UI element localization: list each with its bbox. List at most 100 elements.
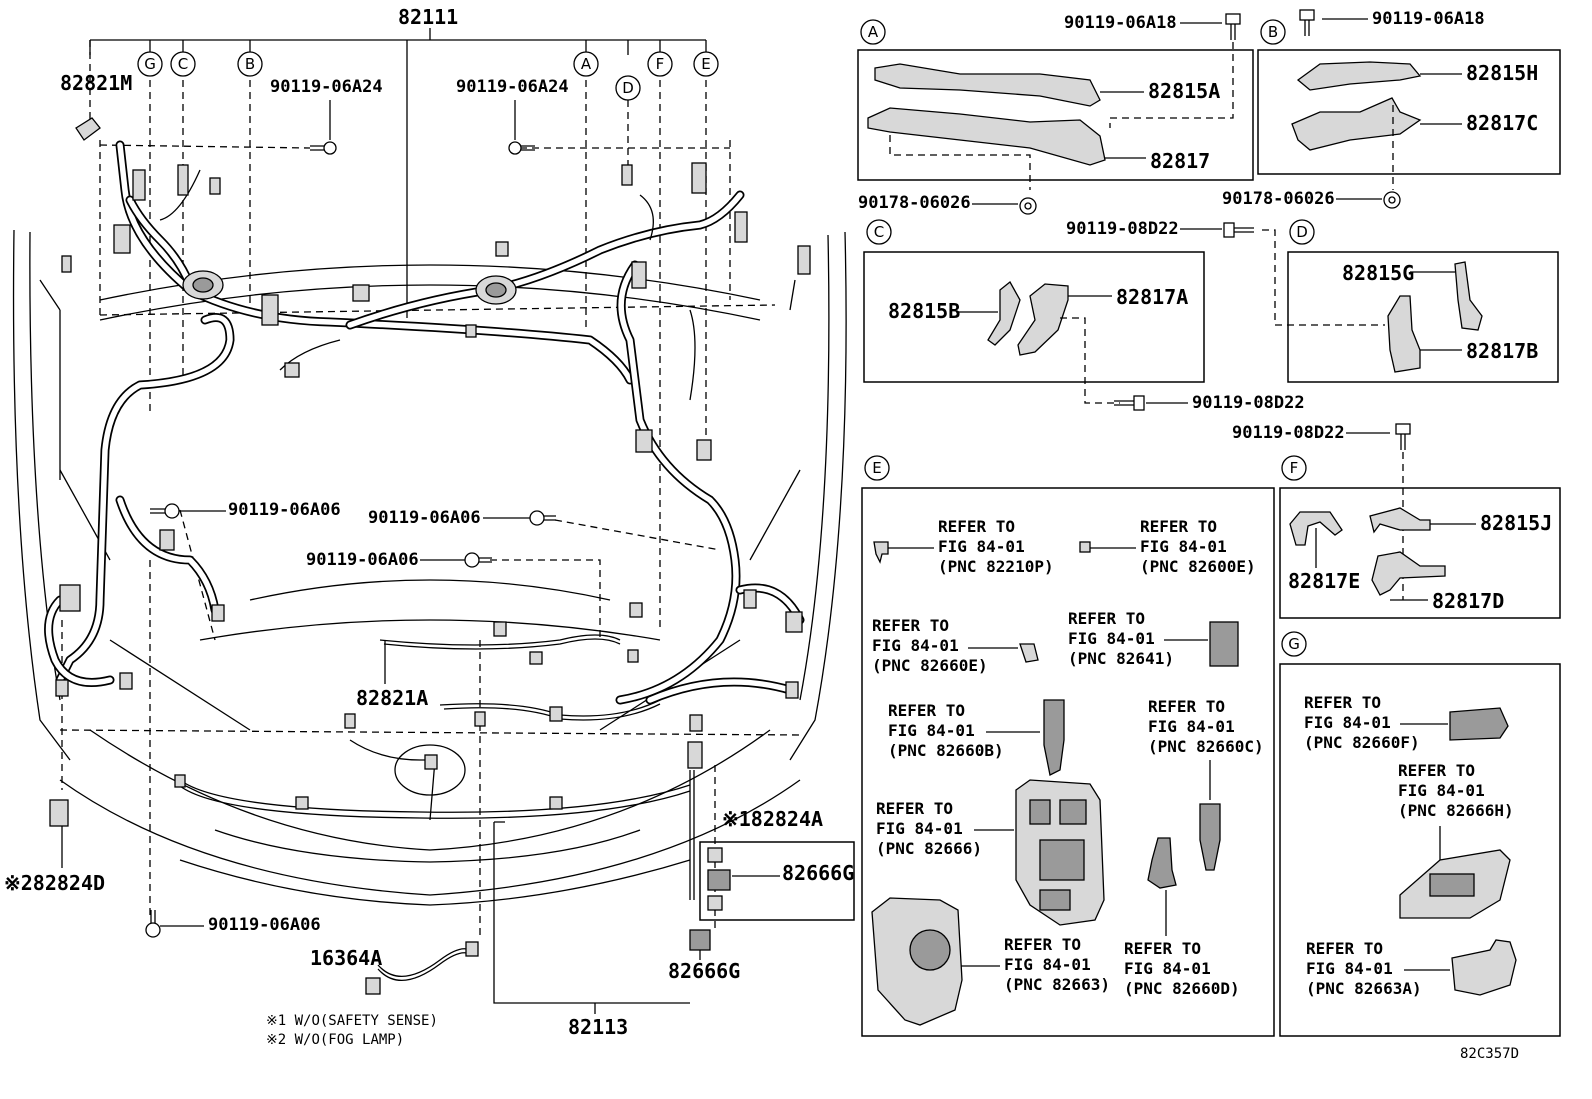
detail-C-box <box>863 251 1205 383</box>
detail-E-ref-82666: REFER TO FIG 84-01 (PNC 82666) <box>876 779 1105 926</box>
detail-D-letter: D <box>1296 223 1308 241</box>
detail-E-box <box>861 487 1275 1037</box>
svg-text:REFER TO: REFER TO <box>1124 939 1201 958</box>
detail-F-bolt-label: 90119-08D22 <box>1232 423 1345 443</box>
detail-C-part1-label: 82815B <box>888 299 960 323</box>
detail-F-part-82815J <box>1369 507 1431 534</box>
harness-82111-label: 82111 <box>398 5 458 29</box>
callout-G[interactable]: G <box>137 51 163 77</box>
svg-text:REFER TO: REFER TO <box>888 701 965 720</box>
detail-D-part1-label: 82815G <box>1342 261 1414 285</box>
svg-text:FIG 84-01: FIG 84-01 <box>872 636 959 655</box>
detail-A: A 90119-06A18 82815A 82817 90178-06026 <box>857 13 1254 215</box>
detail-A-part2-label: 82817 <box>1150 149 1210 173</box>
detail-D: D 82815G 82817B <box>1287 219 1559 383</box>
circled-connector-area <box>394 744 466 796</box>
holder-82666G-label: 82666G <box>668 959 740 983</box>
note-safety-sense: ※1 W/O(SAFETY SENSE) <box>266 1013 438 1029</box>
svg-text:FIG 84-01: FIG 84-01 <box>1124 959 1211 978</box>
callout-D[interactable]: D <box>615 75 641 101</box>
svg-text:(PNC 82660F): (PNC 82660F) <box>1304 733 1420 752</box>
detail-C-part2-label: 82817A <box>1116 285 1188 309</box>
detail-G: G REFER TO FIG 84-01 (PNC 82660F) REFER … <box>1279 631 1561 1037</box>
detail-E-letter: E <box>872 459 881 477</box>
detail-B-bolt-label: 90119-06A18 <box>1372 9 1485 29</box>
harness-connectors <box>55 162 811 810</box>
detail-E-ref-82660B: REFER TO FIG 84-01 (PNC 82660B) <box>888 699 1065 776</box>
detail-E-ref-82663: REFER TO FIG 84-01 (PNC 82663) <box>871 897 1110 1026</box>
detail-F-box <box>1279 487 1561 619</box>
detail-A-box <box>857 49 1254 181</box>
detail-C-letter: C <box>874 223 884 241</box>
svg-text:REFER TO: REFER TO <box>1004 935 1081 954</box>
svg-text:FIG 84-01: FIG 84-01 <box>938 537 1025 556</box>
detail-G-box <box>1279 663 1561 1037</box>
callout-letters: G C B A D F E <box>137 51 719 101</box>
svg-text:FIG 84-01: FIG 84-01 <box>1068 629 1155 648</box>
detail-A-nut-label: 90178-06026 <box>858 193 971 213</box>
detail-B-part1-label: 82815H <box>1466 61 1538 85</box>
bolt-mid-center-label: 90119-06A06 <box>368 508 481 528</box>
bolt-mid-center-low-label: 90119-06A06 <box>306 550 419 570</box>
detail-F-part2-label: 82817E <box>1288 569 1360 593</box>
svg-text:(PNC 82641): (PNC 82641) <box>1068 649 1174 668</box>
detail-B-part-82815H <box>1296 61 1422 91</box>
svg-text:REFER TO: REFER TO <box>1304 693 1381 712</box>
callout-B[interactable]: B <box>237 51 263 77</box>
callout-F[interactable]: F <box>647 51 673 77</box>
detail-C-part-82815B <box>987 281 1021 346</box>
reference-dashed-lines <box>59 40 801 940</box>
detail-G-ref-82663A: REFER TO FIG 84-01 (PNC 82663A) <box>1306 939 1517 998</box>
protector-82821M-label: 82821M <box>60 71 132 95</box>
detail-B-bolt-icon <box>1299 9 1315 36</box>
svg-text:REFER TO: REFER TO <box>1148 697 1225 716</box>
detail-C-bolt-top-label: 90119-08D22 <box>1066 219 1179 239</box>
detail-F: 90119-08D22 F 82815J 82817E 82817D <box>1232 423 1561 619</box>
svg-text:(PNC 82663A): (PNC 82663A) <box>1306 979 1422 998</box>
detail-F-part-82817D <box>1371 551 1446 596</box>
svg-text:REFER TO: REFER TO <box>1398 761 1475 780</box>
bolt-bottom-left-label: 90119-06A06 <box>208 915 321 935</box>
svg-text:FIG 84-01: FIG 84-01 <box>1004 955 1091 974</box>
callout-A[interactable]: A <box>573 51 599 77</box>
detail-F-part3-label: 82817D <box>1432 589 1504 613</box>
svg-text:F: F <box>656 55 665 73</box>
svg-text:(PNC 82663): (PNC 82663) <box>1004 975 1110 994</box>
note-fog-lamp: ※2 W/O(FOG LAMP) <box>266 1032 404 1048</box>
svg-text:E: E <box>701 55 710 73</box>
detail-A-nut-icon <box>1019 197 1037 215</box>
detail-B-nut-icon <box>1383 191 1401 209</box>
detail-B-box <box>1257 49 1561 175</box>
svg-text:(PNC 82210P): (PNC 82210P) <box>938 557 1054 576</box>
bolt-top-left-label: 90119-06A24 <box>270 77 383 97</box>
bolt-top-left-icon <box>310 141 337 155</box>
callout-C[interactable]: C <box>170 51 196 77</box>
callout-E[interactable]: E <box>693 51 719 77</box>
detail-E: E REFER TO FIG 84-01 (PNC 82210P) REFER … <box>861 455 1275 1037</box>
bolt-mid-left-label: 90119-06A06 <box>228 500 341 520</box>
svg-text:(PNC 82660B): (PNC 82660B) <box>888 741 1004 760</box>
svg-text:REFER TO: REFER TO <box>1068 609 1145 628</box>
detail-A-bolt-icon <box>1225 13 1241 40</box>
detail-A-bolt-label: 90119-06A18 <box>1064 13 1177 33</box>
detail-G-ref-82660F: REFER TO FIG 84-01 (PNC 82660F) <box>1304 693 1509 752</box>
detail-F-bolt-icon <box>1395 423 1411 450</box>
detail-B-letter: B <box>1268 23 1278 41</box>
detail-F-part-82817E <box>1289 511 1343 546</box>
svg-text:FIG 84-01: FIG 84-01 <box>1304 713 1391 732</box>
thin-wires <box>159 169 696 900</box>
svg-text:(PNC 82660C): (PNC 82660C) <box>1148 737 1264 756</box>
connector-82824D-label: ※282824D <box>4 871 105 895</box>
detail-B-part2-label: 82817C <box>1466 111 1538 135</box>
detail-E-ref-82660E: REFER TO FIG 84-01 (PNC 82660E) <box>872 616 1039 675</box>
detail-A-part1-label: 82815A <box>1148 79 1220 103</box>
svg-text:G: G <box>144 55 156 73</box>
detail-G-ref-82666H: REFER TO FIG 84-01 (PNC 82666H) <box>1398 761 1514 919</box>
detail-F-letter: F <box>1290 459 1299 477</box>
detail-C: C 90119-08D22 82815B 82817A 90119-08D22 <box>863 219 1385 413</box>
detail-B-nut-label: 90178-06026 <box>1222 189 1335 209</box>
svg-text:REFER TO: REFER TO <box>876 799 953 818</box>
bolt-mid-center-icon <box>529 510 556 526</box>
detail-D-part-82815G <box>1454 261 1483 331</box>
